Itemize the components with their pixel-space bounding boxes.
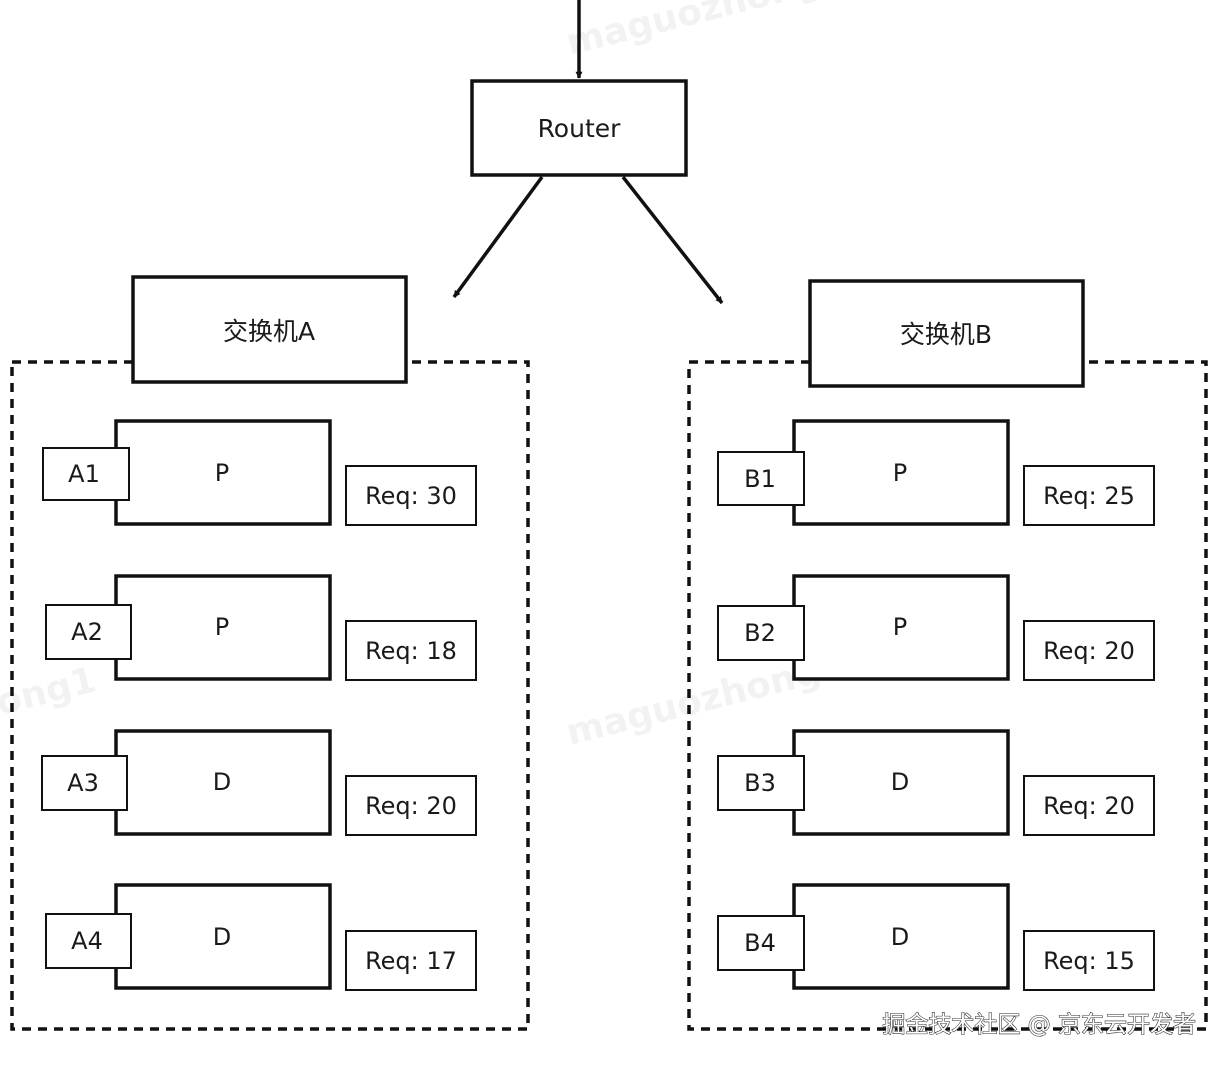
req-label: Req: 20 [1043,637,1135,665]
queue-role-label: P [893,613,907,641]
queue-b4: B4 D Req: 15 [717,883,1155,991]
req-label: Req: 30 [365,482,457,510]
queue-id-label: A4 [71,927,103,955]
watermark: ong1 [0,659,100,723]
arrow-router-to-switch-a [452,175,544,299]
switch-b-group: 交换机B B1 P Req: 25 B2 P Req: 20 B3 D Req: [687,279,1208,1031]
queue-box [792,419,1010,526]
queue-b2: B2 P Req: 20 [717,574,1155,681]
req-box [1023,620,1155,681]
req-label: Req: 25 [1043,482,1135,510]
queue-id-label: B4 [744,929,776,957]
req-label: Req: 18 [365,637,457,665]
switch-b-label: 交换机B [900,320,992,349]
queue-a4: A4 D Req: 17 [45,883,477,991]
queue-id-label: B1 [744,465,776,493]
queue-role-label: D [213,768,231,796]
switch-a-label: 交换机A [223,317,315,346]
req-box [1023,465,1155,526]
switch-a-group: 交换机A A1 P Req: 30 A2 P Req: 18 A3 D Req: [10,275,530,1031]
queue-role-label: D [891,768,909,796]
queue-id-tag [717,605,805,661]
queue-id-tag [42,447,130,501]
req-box [345,620,477,681]
req-label: Req: 20 [365,792,457,820]
router-node: Router [470,79,688,177]
watermark: maguozhong1 [562,0,849,64]
arrow-router-to-switch-b [621,175,724,305]
queue-role-label: P [215,459,229,487]
queue-role-label: D [213,923,231,951]
switch-a-box [131,275,408,384]
queue-role-label: P [215,613,229,641]
req-label: Req: 15 [1043,947,1135,975]
queue-role-label: D [891,923,909,951]
router-label: Router [538,114,622,143]
req-box [1023,775,1155,836]
queue-id-label: A3 [67,769,99,797]
queue-box [792,574,1010,681]
queue-b1: B1 P Req: 25 [717,419,1155,526]
queue-id-tag [717,755,805,811]
req-box [1023,930,1155,991]
queue-a3: A3 D Req: 20 [41,729,477,836]
queue-a1: A1 P Req: 30 [42,419,477,526]
credit-watermark: 掘金技术社区 @ 京东云开发者 [882,1012,1196,1038]
queue-id-tag [45,913,132,969]
req-label: Req: 20 [1043,792,1135,820]
queue-box [114,419,332,526]
router-box [470,79,688,177]
queue-box [792,729,1010,836]
queue-id-tag [717,451,805,506]
queue-id-label: B3 [744,769,776,797]
req-box [345,775,477,836]
req-box [345,930,477,991]
queue-a2: A2 P Req: 18 [45,574,477,681]
queue-id-tag [717,915,805,971]
queue-b3: B3 D Req: 20 [717,729,1155,836]
queue-id-label: A1 [68,460,100,488]
queue-box [114,729,332,836]
queue-id-label: A2 [71,618,103,646]
queue-role-label: P [893,459,907,487]
switch-b-box [808,279,1085,388]
req-box [345,465,477,526]
queue-box [792,883,1010,990]
queue-id-label: B2 [744,619,776,647]
queue-id-tag [45,604,132,660]
req-label: Req: 17 [365,947,457,975]
queue-id-tag [41,755,128,811]
